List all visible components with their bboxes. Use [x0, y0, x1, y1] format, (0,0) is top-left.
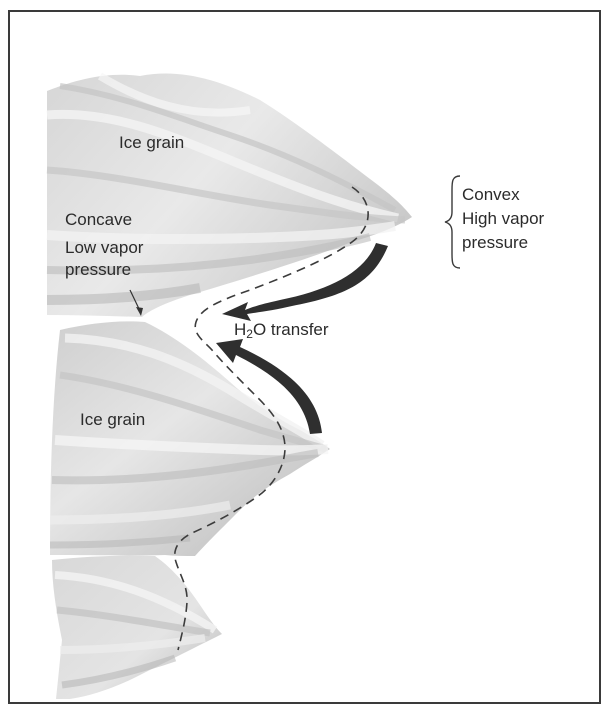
ice-grain-middle — [50, 321, 330, 556]
h2o-transfer-label: H2O transfer — [234, 319, 329, 341]
h2o-transfer-suffix: O transfer — [253, 320, 329, 339]
ice-grain-label-middle: Ice grain — [80, 409, 145, 431]
h2o-transfer-prefix: H — [234, 320, 246, 339]
low-vapor-label-line1: Low vapor — [65, 237, 143, 259]
high-vapor-label-line2: pressure — [462, 232, 528, 254]
convex-brace — [445, 176, 460, 268]
low-vapor-label-line2: pressure — [65, 259, 131, 281]
ice-grain-label-top: Ice grain — [119, 132, 184, 154]
convex-label: Convex — [462, 184, 520, 206]
concave-label: Concave — [65, 209, 132, 231]
high-vapor-label-line1: High vapor — [462, 208, 544, 230]
h2o-transfer-subscript: 2 — [246, 327, 253, 341]
ice-grain-bottom — [52, 556, 222, 699]
